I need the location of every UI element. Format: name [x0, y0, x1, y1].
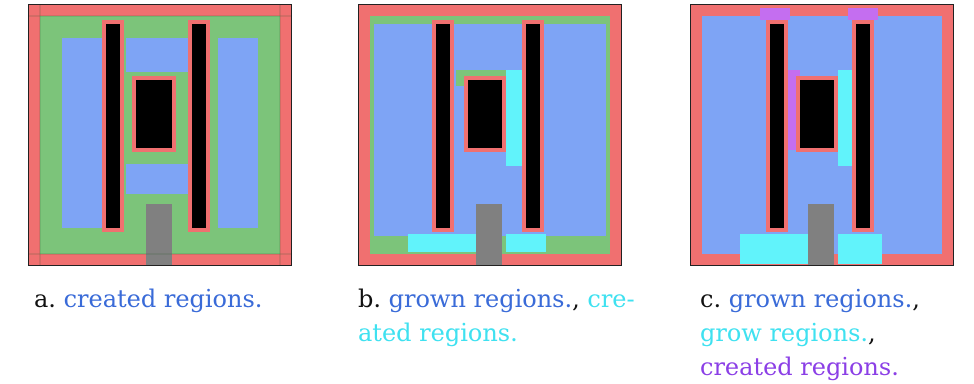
obstacle [136, 80, 172, 148]
created-region-purple [848, 8, 878, 20]
created-region-cyan [408, 234, 484, 252]
created-region-cyan [506, 234, 546, 252]
created-region [218, 38, 258, 228]
caption-prefix: a. [34, 285, 56, 313]
grow-region-cyan [740, 234, 816, 264]
caption-a: a. created regions. [34, 282, 314, 316]
grow-region-cyan [838, 70, 854, 166]
obstacle [856, 24, 870, 228]
obstacle [526, 24, 540, 228]
caption-prefix: b. [358, 285, 381, 313]
caption-prefix: c. [700, 285, 722, 313]
grid-map-a [28, 4, 292, 266]
obstacle [436, 24, 450, 228]
gray-block [146, 204, 172, 266]
caption-c: c. grown regions., grow regions., create… [700, 282, 968, 384]
caption-text-created: created regions. [700, 353, 899, 381]
caption-b: b. grown regions., cre-ated regions. [358, 282, 658, 350]
caption-text-grown: grown regions. [388, 285, 573, 313]
created-region-cyan [506, 70, 522, 166]
panel-b-map [358, 4, 622, 266]
caption-text-created: created regions. [63, 285, 263, 313]
grid-map-c [690, 4, 954, 266]
gray-block [476, 204, 502, 266]
gray-block [808, 204, 834, 266]
caption-text-grown: grown regions. [728, 285, 913, 313]
grow-region-cyan [838, 234, 882, 264]
obstacle [106, 24, 120, 228]
panel-a-map [28, 4, 292, 266]
caption-separator: , [868, 319, 876, 347]
obstacle [770, 24, 784, 228]
obstacle [192, 24, 206, 228]
caption-text-created: cre-ated regions. [358, 285, 635, 347]
caption-separator: , [912, 285, 920, 313]
created-region [126, 38, 192, 72]
caption-separator: , [572, 285, 588, 313]
created-region-purple [760, 8, 790, 20]
grid-map-b [358, 4, 622, 266]
panel-c-map [690, 4, 954, 266]
caption-text-grow: grow regions. [700, 319, 869, 347]
obstacle [468, 80, 502, 148]
created-region [126, 164, 192, 194]
obstacle [800, 80, 834, 148]
